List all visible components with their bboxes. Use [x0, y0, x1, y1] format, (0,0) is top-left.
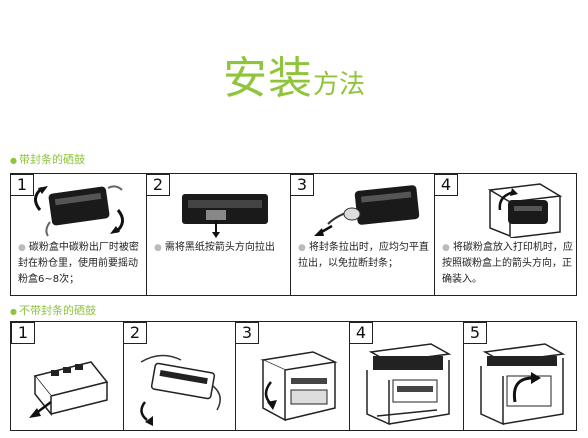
step-text: 将碳粉盒放入打印机时，应按照碳粉盒上的箭头方向，正确装入。 — [442, 242, 573, 285]
section2-step-3: 3 — [235, 322, 349, 430]
step-description: ●需将黑纸按箭头方向拉出 — [154, 240, 286, 256]
step-number: 2 — [146, 174, 170, 196]
column-divider — [123, 322, 124, 430]
insert-cartridge-illustration — [487, 183, 563, 238]
step-text: 碳粉盒中碳粉出厂时被密封在粉仓里，使用前要摇动粉盒6~8次； — [18, 242, 139, 285]
step-description: ●将封条拉出时，应均匀平直拉出，以免拉断封条； — [298, 240, 430, 272]
section2-step-4: 4 — [349, 322, 463, 430]
section2-step-1: 1 — [11, 322, 123, 430]
section1-step-2: 2 ●需将黑纸按箭头方向拉出 — [146, 174, 290, 295]
section1-label: ●带封条的硒鼓 — [10, 151, 85, 167]
bullet-dot-icon: ● — [10, 307, 17, 316]
section1-step-3: 3 ●将封条拉出时，应均匀平直拉出，以免拉断封条； — [290, 174, 434, 295]
unpack-cartridge-illustration — [29, 361, 109, 418]
step-number: 3 — [235, 322, 259, 344]
step-description: ●碳粉盒中碳粉出厂时被密封在粉仓里，使用前要摇动粉盒6~8次； — [18, 240, 142, 288]
column-divider — [290, 174, 291, 295]
section2-panel: 1 2 3 — [10, 321, 577, 431]
install-cartridge-illustration — [366, 343, 452, 426]
column-divider — [349, 322, 350, 430]
rock-cartridge-illustration — [140, 354, 221, 426]
bullet-dot-icon: ● — [154, 243, 162, 253]
step-text: 将封条拉出时，应均匀平直拉出，以免拉断封条； — [298, 242, 429, 269]
section2-step-2: 2 — [123, 322, 235, 430]
section1-step-1: 1 ●碳粉盒中碳粉出厂时被密封在粉仓里，使用前要摇动粉盒6~8次； — [10, 174, 146, 295]
bullet-dot-icon: ● — [18, 243, 26, 253]
section1-label-text: 带封条的硒鼓 — [18, 153, 85, 166]
column-divider — [463, 322, 464, 430]
column-divider — [434, 174, 435, 295]
step-number: 2 — [123, 322, 147, 344]
bullet-dot-icon: ● — [10, 156, 17, 165]
title-main: 安装 — [222, 53, 313, 104]
step-number: 5 — [463, 322, 487, 344]
step-text: 需将黑纸按箭头方向拉出 — [164, 242, 275, 253]
step-number: 1 — [10, 174, 34, 196]
title-sub: 方法 — [312, 70, 365, 100]
shake-cartridge-illustration — [34, 185, 124, 237]
page-title: 安装方法 — [0, 42, 588, 106]
bullet-dot-icon: ● — [298, 243, 306, 253]
column-divider — [10, 174, 11, 295]
column-divider — [146, 174, 147, 295]
section2-step-5: 5 — [463, 322, 578, 430]
step-description: ●将碳粉盒放入打印机时，应按照碳粉盒上的箭头方向，正确装入。 — [442, 240, 573, 288]
section1-step-4: 4 ●将碳粉盒放入打印机时，应按照碳粉盒上的箭头方向，正确装入。 — [434, 174, 577, 295]
section2-label-text: 不带封条的硒鼓 — [18, 304, 96, 317]
step-number: 4 — [434, 174, 458, 196]
section2-label: ●不带封条的硒鼓 — [10, 302, 96, 318]
step-number: 1 — [11, 322, 35, 344]
bullet-dot-icon: ● — [442, 243, 450, 253]
pull-black-paper-illustration — [182, 194, 268, 238]
open-printer-illustration — [260, 351, 338, 422]
pull-seal-illustration — [314, 185, 420, 236]
section1-panel: 1 ●碳粉盒中碳粉出厂时被密封在粉仓里，使用前要摇动粉盒6~8次； 2 ●需将黑… — [10, 173, 577, 296]
column-divider — [235, 322, 236, 430]
step-number: 4 — [349, 322, 373, 344]
close-cover-illustration — [480, 343, 566, 426]
step-number: 3 — [290, 174, 314, 196]
